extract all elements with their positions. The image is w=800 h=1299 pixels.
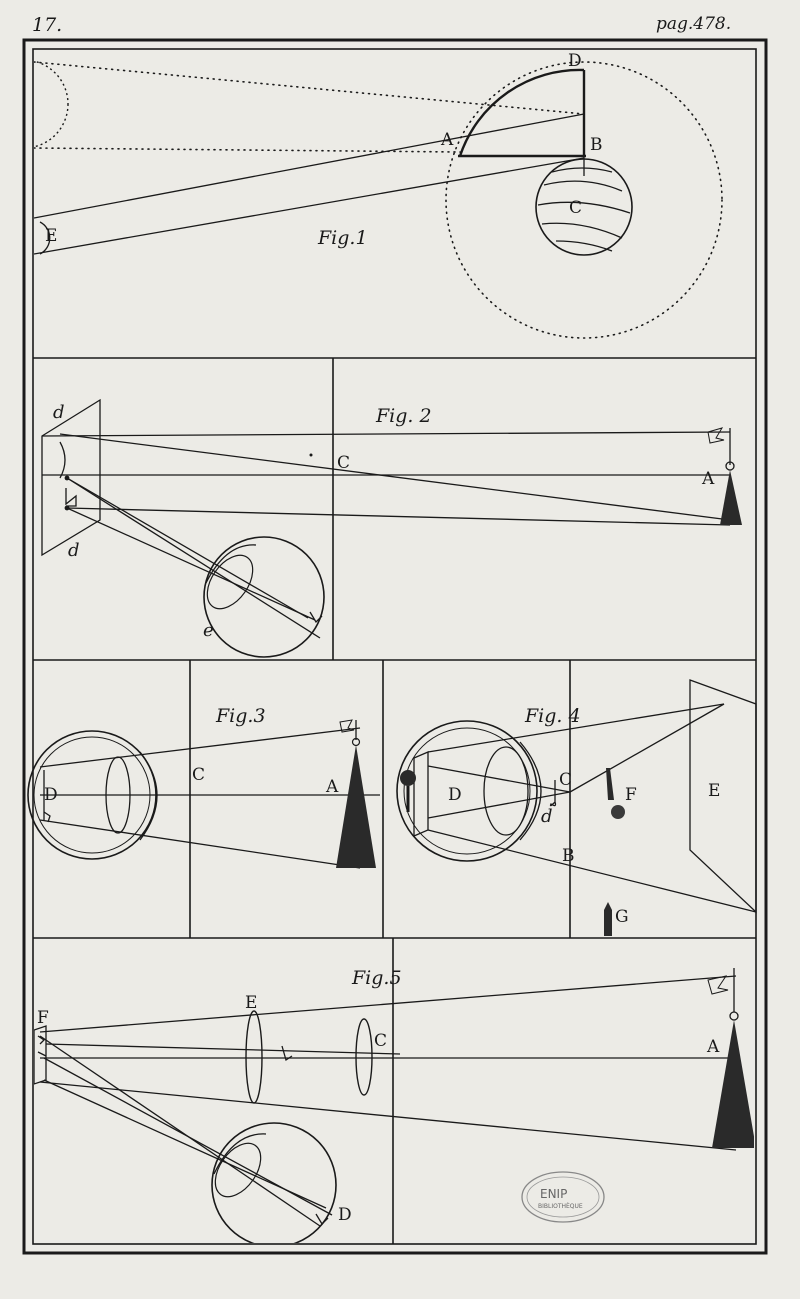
fig2-title: Fig. 2 [375, 405, 432, 427]
fig2-label-d-top: d [53, 402, 65, 423]
plate-number: 17. [32, 14, 63, 36]
planet-bands [537, 167, 631, 252]
flag-A [707, 427, 725, 444]
fig4-label-E: E [708, 781, 720, 801]
fig4-label-D: D [448, 785, 462, 805]
eye-ball [211, 1122, 337, 1243]
fig4-label-d: d [541, 806, 553, 827]
fig5-label-F: F [37, 1008, 49, 1028]
screen-image [37, 1035, 47, 1057]
candle-G [604, 902, 612, 936]
eye-outer [396, 720, 538, 862]
fig5-label-A: A [706, 1037, 720, 1057]
fig4-label-B: B [562, 846, 575, 866]
screen-F [34, 1025, 47, 1085]
retina-image [309, 611, 323, 624]
eye-cornea [139, 751, 158, 841]
fig1-label-E: E [45, 226, 57, 246]
fig4-label-F: F [625, 785, 637, 805]
inverted-flag-mark [65, 488, 77, 507]
fig5-title: Fig.5 [351, 967, 402, 989]
figure-5: F E C A D Fig.5 ENIP BIBLIOTHÈQUE [34, 967, 754, 1243]
cone-A [720, 470, 742, 525]
retina-image [315, 1213, 329, 1226]
inverted-image [59, 441, 66, 479]
eye-cornea [519, 741, 542, 841]
inverted-image [43, 811, 51, 823]
figure-4: D C d F E B G Fig. 4 [396, 679, 757, 936]
fig1-title: Fig.1 [317, 227, 368, 249]
sun-disc [34, 60, 69, 148]
stamp-subtext: BIBLIOTHÈQUE [538, 1202, 583, 1210]
fig5-label-D: D [338, 1205, 352, 1225]
sun-face-marks [12, 83, 30, 119]
pillar-F [606, 768, 614, 800]
quadrant-arc [458, 68, 585, 157]
cone-A [336, 745, 376, 868]
figure-3: D C A Fig.3 [27, 705, 380, 869]
small-object-d [549, 780, 557, 807]
fig4-label-G: G [615, 907, 629, 927]
fig2-label-C: C [337, 453, 350, 473]
eye-lens [206, 554, 254, 610]
lens-C [355, 1018, 373, 1096]
fig2-label-e: e [203, 620, 214, 641]
eye-lens [214, 1142, 262, 1198]
image-plane [413, 751, 429, 837]
eye-cornea [205, 544, 257, 584]
figure-1: D A B C E Fig.1 [12, 51, 723, 339]
planet-C [535, 158, 633, 256]
fig3-label-A: A [325, 777, 339, 797]
lens-E [245, 1010, 263, 1104]
fig5-label-E: E [245, 993, 257, 1013]
fig2-label-A: A [701, 469, 715, 489]
fig4-title: Fig. 4 [524, 705, 581, 727]
library-stamp: ENIP BIBLIOTHÈQUE [521, 1171, 605, 1223]
intermediate-image [281, 1045, 293, 1062]
fig4-label-C: C [559, 770, 572, 790]
screen-plane [41, 398, 101, 557]
eye-ball [203, 536, 325, 658]
fig3-label-D: D [44, 785, 58, 805]
flag-A [707, 975, 729, 995]
fig1-label-B: B [590, 135, 603, 155]
fig3-title: Fig.3 [215, 705, 266, 727]
fig3-label-C: C [192, 765, 205, 785]
page-reference: pag.478. [656, 14, 732, 34]
fig1-label-C: C [569, 198, 582, 218]
stamp-text: ENIP [540, 1187, 567, 1201]
eye-E-arc [39, 221, 51, 255]
image-ball [400, 770, 416, 786]
fig5-label-C: C [374, 1031, 387, 1051]
cone-A [712, 1020, 754, 1148]
fig2-label-d-bottom: d [68, 540, 80, 561]
plate-frame [22, 38, 768, 1255]
eye-cornea [213, 1133, 267, 1175]
object-plane-E [689, 679, 757, 914]
fig1-label-D: D [568, 51, 582, 71]
fig1-label-A: A [440, 130, 454, 150]
eye-lens [483, 746, 529, 836]
orbit-circle [445, 61, 723, 339]
figure-2: d C A d e Fig. 2 [41, 398, 742, 658]
flag-A [339, 719, 355, 733]
